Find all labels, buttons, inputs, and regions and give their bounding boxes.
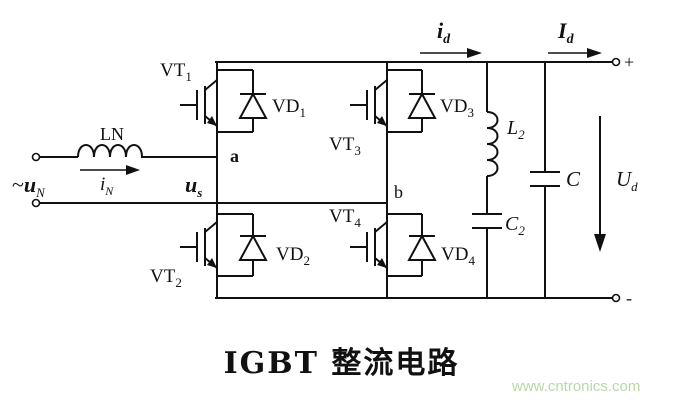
diode-vd1 xyxy=(217,69,268,133)
igbt-vt2 xyxy=(180,221,218,269)
label-node-a: a xyxy=(230,146,239,166)
figure-caption: IGBT 整流电路 xyxy=(223,346,460,381)
arrow-id-icon xyxy=(467,48,482,58)
label-i-d: id xyxy=(437,18,451,47)
label-u-d: Ud xyxy=(616,167,638,194)
igbt-vt1 xyxy=(180,62,218,140)
label-c2: C2 xyxy=(505,213,525,238)
label-I-d: Id xyxy=(557,18,575,47)
input-terminal-bottom xyxy=(31,198,41,208)
diode-vd3 xyxy=(387,69,437,133)
watermark: www.cntronics.com xyxy=(512,378,641,395)
label-vd1: VD1 xyxy=(272,96,306,120)
label-vt4: VT4 xyxy=(329,206,361,230)
output-terminal-minus xyxy=(611,293,621,303)
input-terminal-top xyxy=(31,152,41,162)
label-vt1: VT1 xyxy=(160,60,192,84)
label-ln: LN xyxy=(100,124,124,144)
label-u-n: ~uN xyxy=(12,172,46,200)
label-i-n: iN xyxy=(100,174,114,198)
arrow-in-icon xyxy=(126,165,140,175)
label-node-b: b xyxy=(394,182,403,202)
label-vd4: VD4 xyxy=(441,244,475,268)
label-vd3: VD3 xyxy=(440,96,474,120)
label-c: C xyxy=(566,167,581,191)
label-u-s: us xyxy=(185,172,202,200)
wiring xyxy=(40,61,612,299)
label-vt3: VT3 xyxy=(329,134,361,158)
arrow-ud-icon xyxy=(594,234,606,252)
diode-vd2 xyxy=(217,213,268,277)
label-minus: - xyxy=(626,288,632,308)
capacitor-c2 xyxy=(472,213,502,229)
igbt-vt3 xyxy=(350,79,388,127)
arrow-Id-icon xyxy=(587,48,602,58)
label-vd2: VD2 xyxy=(276,244,310,268)
label-vt2: VT2 xyxy=(150,266,182,290)
diode-vd4 xyxy=(387,213,437,277)
inductor-l2 xyxy=(486,111,499,177)
inductor-ln xyxy=(77,144,145,158)
output-terminal-plus xyxy=(611,57,621,67)
label-l2: L2 xyxy=(506,117,525,142)
capacitor-c xyxy=(530,171,560,187)
igbt-vt4 xyxy=(350,221,388,269)
label-plus: + xyxy=(624,52,634,72)
